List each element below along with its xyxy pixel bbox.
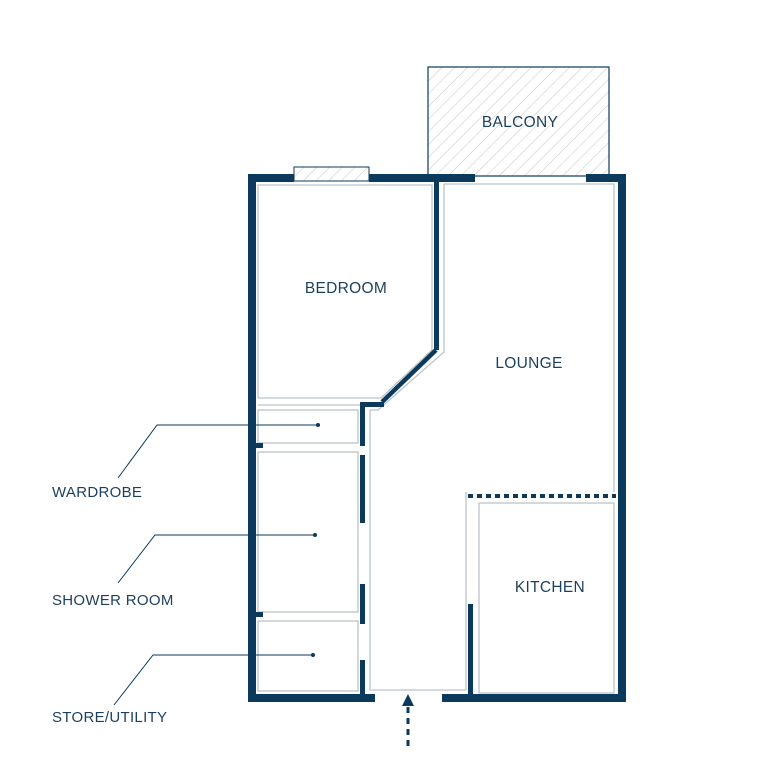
partitions <box>248 182 473 696</box>
callout-leaders <box>113 424 318 706</box>
outer-walls <box>248 174 626 702</box>
balcony <box>427 66 610 177</box>
callout-label-store-utility: STORE/UTILITY <box>52 709 167 726</box>
inner-walls <box>257 183 615 694</box>
room-label-balcony: BALCONY <box>482 114 558 131</box>
room-label-bedroom: BEDROOM <box>305 280 387 297</box>
callout-dots <box>311 423 320 657</box>
room-label-lounge: LOUNGE <box>495 355 562 372</box>
room-label-kitchen: KITCHEN <box>515 579 585 596</box>
callout-label-wardrobe: WARDROBE <box>52 484 142 501</box>
callout-label-shower-room: SHOWER ROOM <box>52 592 174 609</box>
window-hatch-icon <box>293 166 370 182</box>
entrance-arrow-icon <box>402 694 414 746</box>
